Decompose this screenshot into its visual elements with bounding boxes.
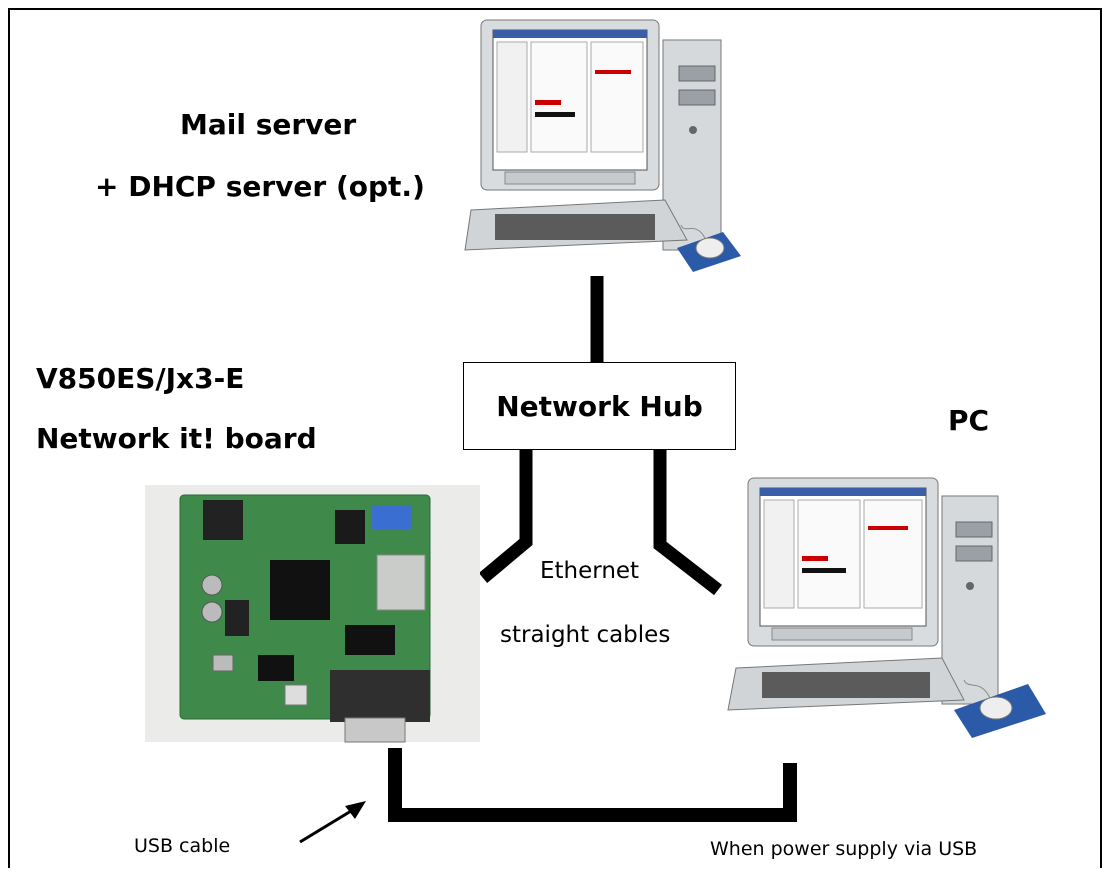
hub-pc-cable <box>653 450 722 596</box>
network-hub: Network Hub <box>463 362 736 450</box>
board-name-label: V850ES/Jx3-E <box>36 362 245 395</box>
diagram-frame <box>8 8 1102 868</box>
usb-cable-label: USB cable <box>134 835 231 857</box>
ethernet-label: Ethernet <box>540 558 640 584</box>
network-hub-label: Network Hub <box>496 389 703 423</box>
usb-arrow-head <box>345 801 366 819</box>
hub-board-cable <box>478 450 533 583</box>
usb-cable <box>388 748 797 822</box>
dhcp-server-label: + DHCP server (opt.) <box>95 170 425 203</box>
usb-power-label: When power supply via USB <box>710 838 978 860</box>
straight-cables-label: straight cables <box>500 622 671 648</box>
board-type-label: Network it! board <box>36 422 317 455</box>
usb-arrow-shaft <box>299 806 357 844</box>
mail-server-label: Mail server <box>180 108 357 141</box>
pc-label: PC <box>948 404 990 437</box>
